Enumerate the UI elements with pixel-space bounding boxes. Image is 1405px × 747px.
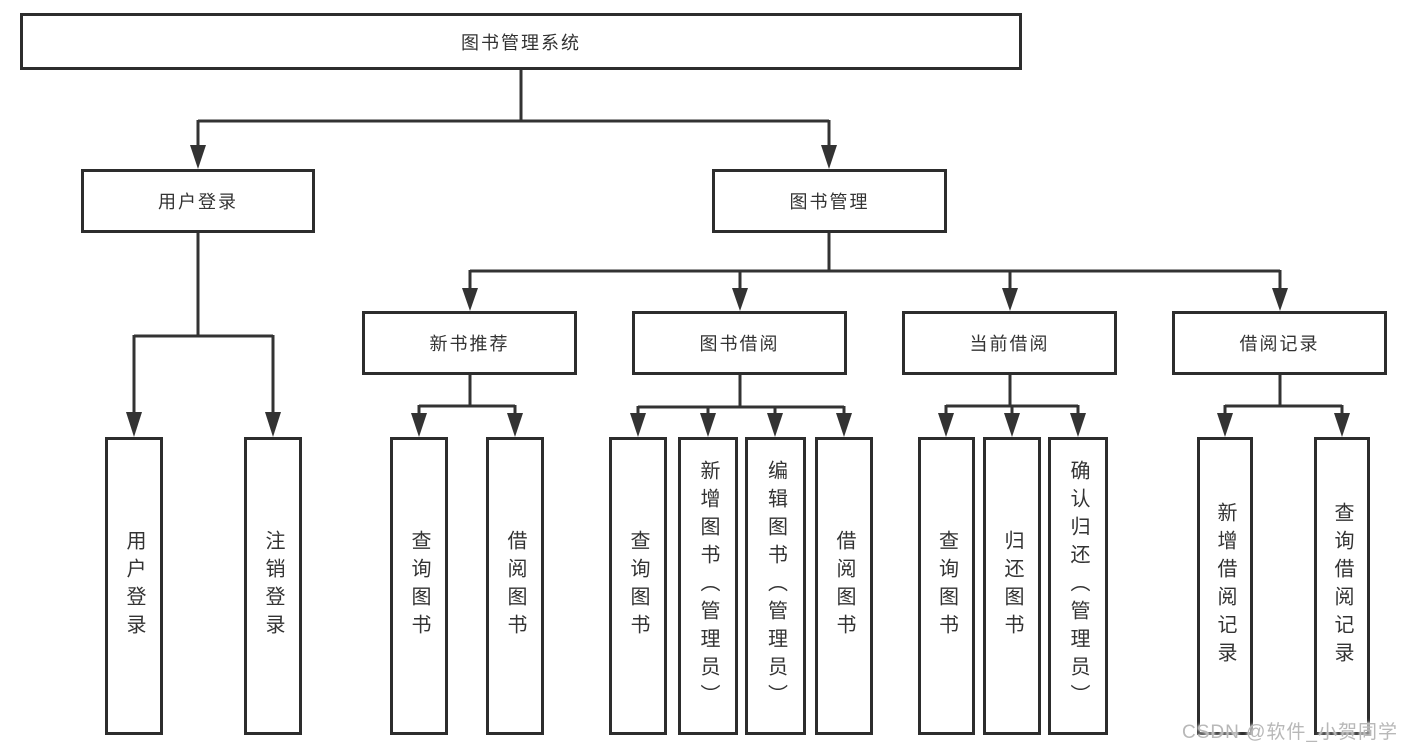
- node-label: 当前借阅: [969, 334, 1050, 354]
- leaf-current-query-book: 查询图书: [918, 437, 975, 735]
- node-label: 编辑图书（管理员）: [764, 460, 787, 712]
- arrowhead-icons: [126, 145, 1350, 437]
- node-book-borrow: 图书借阅: [632, 311, 847, 375]
- node-root: 图书管理系统: [20, 13, 1022, 70]
- node-label: 图书管理系统: [461, 32, 581, 53]
- leaf-current-return-book: 归还图书: [983, 437, 1041, 735]
- leaf-borrow-add-book-admin: 新增图书（管理员）: [678, 437, 738, 735]
- node-label: 确认归还（管理员）: [1067, 460, 1089, 712]
- node-current-borrow: 当前借阅: [902, 311, 1117, 375]
- node-borrow-records: 借阅记录: [1172, 311, 1387, 375]
- node-label: 用户登录: [123, 530, 145, 642]
- watermark: CSDN @软件_小贺同学: [1182, 722, 1398, 743]
- node-label: 查询图书: [935, 530, 958, 642]
- node-label: 借阅图书: [833, 530, 855, 642]
- leaf-records-query-record: 查询借阅记录: [1314, 437, 1370, 735]
- node-label: 用户登录: [158, 192, 238, 212]
- node-label: 借阅图书: [504, 530, 526, 642]
- node-label: 查询图书: [408, 530, 430, 642]
- node-label: 借阅记录: [1239, 334, 1320, 354]
- node-user-login: 用户登录: [81, 169, 315, 233]
- leaf-user-login: 用户登录: [105, 437, 163, 735]
- node-label: 图书管理: [789, 192, 870, 212]
- node-label: 新书推荐: [429, 334, 510, 354]
- leaf-borrow-borrow-book: 借阅图书: [815, 437, 873, 735]
- node-label: 归还图书: [1001, 530, 1023, 642]
- node-label: 新增借阅记录: [1214, 502, 1236, 670]
- node-label: 查询图书: [627, 530, 649, 642]
- node-book-management: 图书管理: [712, 169, 947, 233]
- node-label: 查询借阅记录: [1331, 502, 1353, 670]
- leaf-newrec-borrow-book: 借阅图书: [486, 437, 544, 735]
- leaf-logout: 注销登录: [244, 437, 302, 735]
- leaf-borrow-query-book: 查询图书: [609, 437, 667, 735]
- leaf-current-confirm-return-admin: 确认归还（管理员）: [1048, 437, 1108, 735]
- node-new-book-recommend: 新书推荐: [362, 311, 577, 375]
- node-label: 注销登录: [262, 530, 284, 642]
- leaf-newrec-query-book: 查询图书: [390, 437, 448, 735]
- leaf-records-add-record: 新增借阅记录: [1197, 437, 1253, 735]
- node-label: 图书借阅: [699, 334, 780, 354]
- leaf-borrow-edit-book-admin: 编辑图书（管理员）: [745, 437, 806, 735]
- node-label: 新增图书（管理员）: [697, 460, 719, 712]
